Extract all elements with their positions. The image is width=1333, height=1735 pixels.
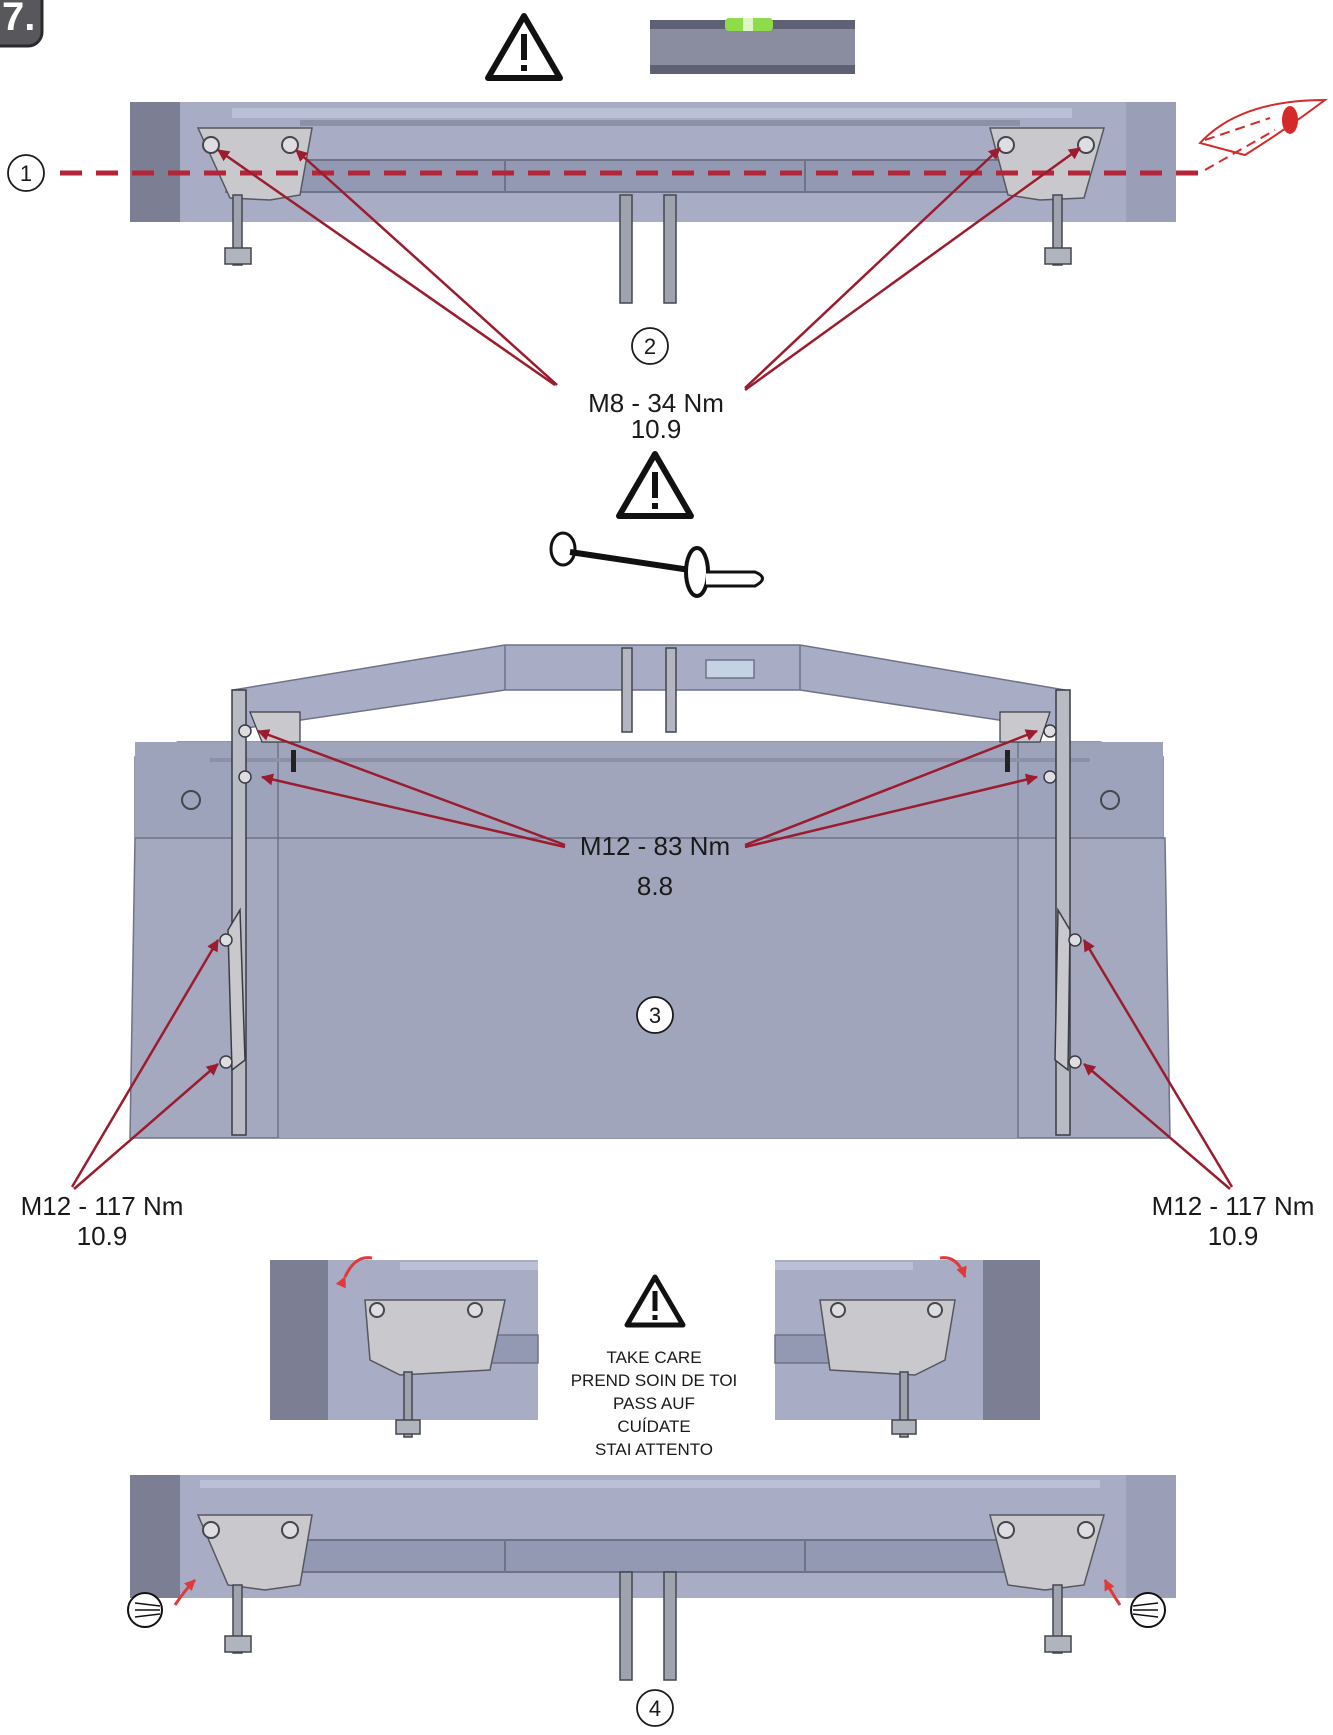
- torque-wrench-icon: [549, 531, 764, 598]
- step1-frame-assembly: [130, 102, 1176, 304]
- svg-text:1: 1: [20, 161, 32, 186]
- svg-text:TAKE CARE: TAKE CARE: [606, 1348, 701, 1367]
- spirit-level-icon: [650, 18, 855, 74]
- step3-bucket-assembly: [129, 644, 1171, 1139]
- svg-text:2: 2: [644, 334, 656, 359]
- svg-text:CUÍDATE: CUÍDATE: [617, 1417, 690, 1436]
- m12-83-grade-label: 8.8: [637, 871, 673, 901]
- svg-text:PASS AUF: PASS AUF: [613, 1394, 695, 1413]
- svg-text:PREND SOIN DE TOI: PREND SOIN DE TOI: [571, 1371, 738, 1390]
- m8-torque-label: M8 - 34 Nm: [588, 388, 724, 418]
- warning-triangle-icon: [616, 451, 694, 519]
- warning-triangle-icon: [624, 1274, 686, 1328]
- step-badge: 7.: [0, 0, 44, 48]
- screw-icon: [127, 1578, 197, 1628]
- step-badge-label: 7.: [2, 0, 35, 39]
- m12-117-leader-arrows: [70, 939, 1234, 1190]
- screw-icon: [1103, 1579, 1166, 1628]
- m8-grade-label: 10.9: [631, 414, 682, 444]
- m12-117-left-torque-label: M12 - 117 Nm: [21, 1191, 184, 1221]
- m12-83-leader-arrows: [257, 729, 1038, 849]
- m12-117-right-torque-label: M12 - 117 Nm: [1152, 1191, 1315, 1221]
- detail-view-left: [270, 1256, 539, 1438]
- m8-leader-arrows: [217, 146, 1081, 392]
- detail-view-right: [774, 1256, 1040, 1438]
- m12-83-torque-label: M12 - 83 Nm: [580, 831, 730, 861]
- svg-text:3: 3: [649, 1003, 661, 1028]
- step-4-marker: 4: [636, 1689, 674, 1727]
- warning-triangle-icon: [485, 13, 563, 81]
- step-1-marker: 1: [7, 154, 45, 192]
- svg-text:STAI ATTENTO: STAI ATTENTO: [595, 1440, 713, 1459]
- eye-icon: [1198, 98, 1329, 171]
- step-3-marker: 3: [636, 996, 674, 1034]
- step4-frame-assembly: [130, 1475, 1176, 1681]
- m12-117-left-grade-label: 10.9: [77, 1221, 128, 1251]
- m12-117-right-grade-label: 10.9: [1208, 1221, 1259, 1251]
- caution-text: TAKE CARE PREND SOIN DE TOI PASS AUF CUÍ…: [571, 1348, 738, 1459]
- step-2-marker: 2: [631, 327, 669, 365]
- svg-text:4: 4: [649, 1696, 661, 1721]
